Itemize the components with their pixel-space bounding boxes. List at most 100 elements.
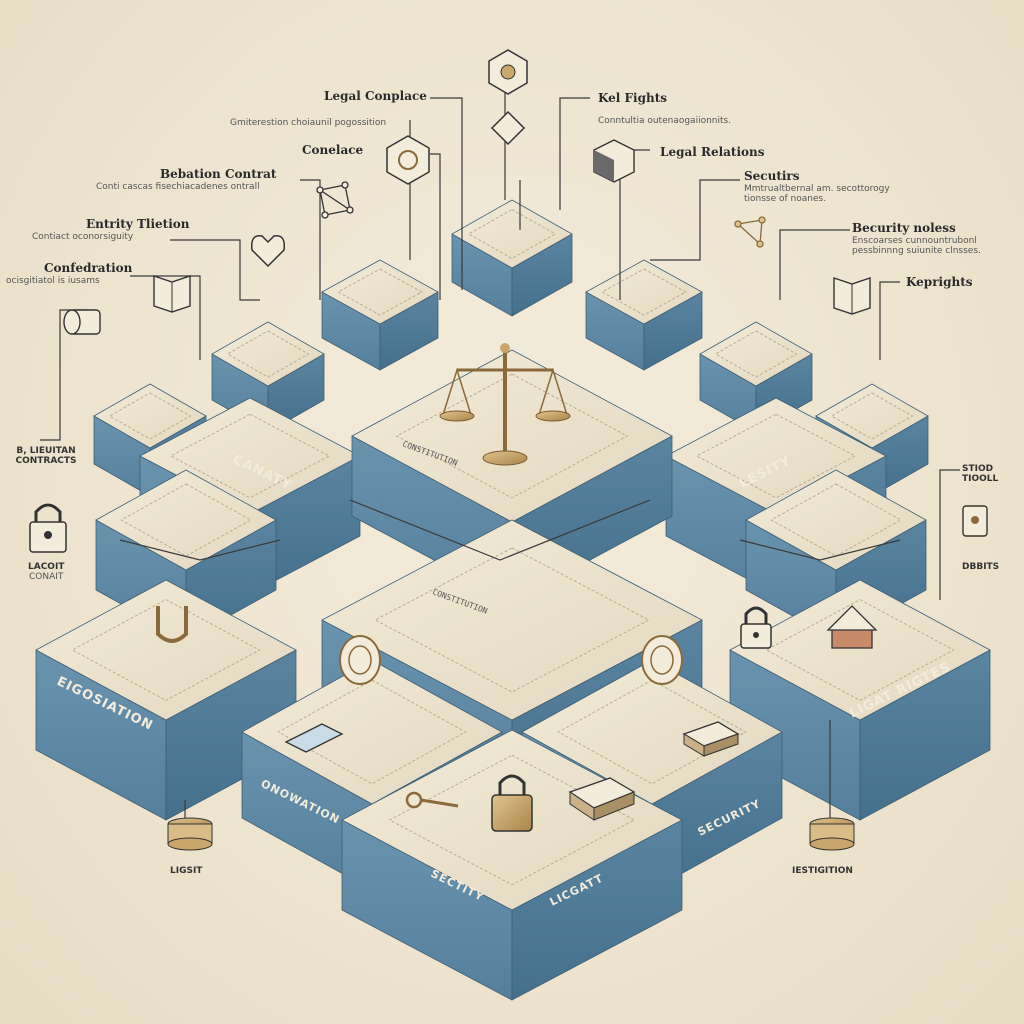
block-top-inset <box>277 679 467 785</box>
block-top-face <box>585 259 703 325</box>
callout-left-lock: LACOIT CONAIT <box>28 562 64 583</box>
block-back-right <box>585 259 703 371</box>
callout-title: STIOD TIOOLL <box>962 464 999 485</box>
callout-title: Secutirs <box>744 169 800 183</box>
block-top-inset <box>108 392 192 440</box>
seal-icon <box>339 635 381 685</box>
block-top-inset <box>120 483 252 557</box>
callout-sub: Conti cascas fisechiacadenes ontrall <box>96 181 260 192</box>
callout-title: Legal Conplace <box>324 89 427 103</box>
callout-sub: Enscoarses cunnountrubonl pessbinnng sui… <box>852 235 981 257</box>
block-top-inset <box>714 330 798 378</box>
callout-title: Entrity Tlietion <box>86 217 190 231</box>
callout-behaviour-contract: Bebation Contrat Conti cascas fisechiaca… <box>96 167 277 192</box>
book-icon <box>833 277 871 315</box>
blocks-layer <box>35 199 991 1001</box>
block-top-inset <box>830 392 914 440</box>
document-icon <box>568 777 636 821</box>
gear-badge-icon <box>386 135 430 185</box>
padlock-icon <box>962 505 988 537</box>
block-bottom-right <box>729 579 991 821</box>
coin-stack-icon <box>809 817 855 851</box>
padlock-icon <box>740 606 772 649</box>
callout-title: Becurity noless <box>852 221 956 235</box>
padlock-icon <box>29 503 67 553</box>
callout-key-rights-top: Kel Fights Conntultia outenaogaiionnits. <box>598 91 732 126</box>
callout-sub: Contiact oconorsiguity <box>32 231 134 242</box>
callout-right-debits: DBBITS <box>962 562 999 572</box>
callout-title: IESTIGITION <box>792 866 853 876</box>
callout-title: DBBITS <box>962 562 1000 572</box>
block-top-face <box>451 199 573 269</box>
callout-compleace: Conelace <box>302 143 364 158</box>
callout-legal-relations: Legal Relations <box>660 145 765 160</box>
callout-title: B, LIEUITAN CONTRACTS <box>15 446 77 467</box>
document-icon <box>682 721 740 757</box>
block-top-face <box>729 579 991 721</box>
callout-sub: CONAIT <box>29 572 64 583</box>
block-top-face <box>321 519 703 721</box>
document-icon <box>593 139 635 183</box>
callout-title: Kel Fights <box>598 91 668 105</box>
block-top-face <box>35 579 297 721</box>
block-top-face <box>93 383 207 449</box>
callout-sub: Gmiterestion choiaunil pogossition <box>230 117 387 128</box>
callout-title: Conelace <box>302 143 364 157</box>
house-icon <box>826 605 878 649</box>
block-top-face <box>699 321 813 387</box>
block-upper-left <box>211 321 325 433</box>
callout-entity-relation: Entrity Tlietion Contiact oconorsiguity <box>32 217 190 242</box>
block-top-inset <box>226 330 310 378</box>
callout-key-rights-right: Keprights <box>906 275 973 290</box>
block-top-inset <box>71 599 261 701</box>
block-top-inset <box>601 268 687 316</box>
block-top-face <box>211 321 325 387</box>
block-top-face <box>321 259 439 325</box>
book-icon <box>153 275 191 313</box>
network-icon <box>316 181 354 219</box>
network-icon <box>734 216 766 248</box>
hexagon-badge-icon <box>488 49 528 95</box>
scales-of-justice-icon <box>439 343 571 466</box>
block-top-inset <box>395 373 629 499</box>
callout-title: Keprights <box>906 275 973 289</box>
shield-icon <box>250 235 286 268</box>
callout-title: LIGSIT <box>170 866 203 876</box>
block-top-inset <box>770 483 902 557</box>
coin-stack-icon <box>167 817 213 851</box>
block-back-left <box>321 259 439 371</box>
icons-layer <box>29 49 988 851</box>
callout-title: Legal Relations <box>660 145 765 159</box>
block-top-inset <box>374 547 650 693</box>
callout-bottom-left: LIGSIT <box>170 866 202 876</box>
camera-icon <box>63 309 101 335</box>
padlock-icon <box>491 774 533 832</box>
callout-right-contracts: STIOD TIOOLL <box>962 464 1016 485</box>
callout-securities: Secutirs Mmtrualtbernal am. secottorogy … <box>744 169 894 204</box>
block-top-inset <box>765 599 955 701</box>
block-top-face <box>815 383 929 449</box>
block-top-inset <box>467 208 557 260</box>
callout-legal-complace: Legal Conplace Gmiterestion choiaunil po… <box>230 89 427 128</box>
callout-sub: Conntultia outenaogaiionnits. <box>598 115 732 126</box>
callout-title: Confedration <box>44 261 133 275</box>
callout-confederation: Confedration ocisgitiatol is iusams <box>6 261 133 286</box>
key-icon <box>405 791 459 809</box>
magnet-icon <box>156 606 188 643</box>
callout-title: Bebation Contrat <box>160 167 277 181</box>
callout-left-contracts: B, LIEUITAN CONTRACTS <box>6 446 86 467</box>
diamond-mark-icon <box>490 110 526 146</box>
callout-title: LACOIT <box>28 562 65 572</box>
block-top-center <box>451 199 573 317</box>
block-top-inset <box>557 679 747 785</box>
block-bottom-left <box>35 579 297 821</box>
block-upper-right <box>699 321 813 433</box>
callout-bottom-right: IESTIGITION <box>792 866 853 876</box>
card-icon <box>284 723 344 753</box>
callout-sub: ocisgitiatol is iusams <box>6 275 100 286</box>
callout-security-notes: Becurity noless Enscoarses cunnountrubon… <box>852 221 1002 257</box>
block-top-inset <box>337 268 423 316</box>
seal-icon <box>641 635 683 685</box>
